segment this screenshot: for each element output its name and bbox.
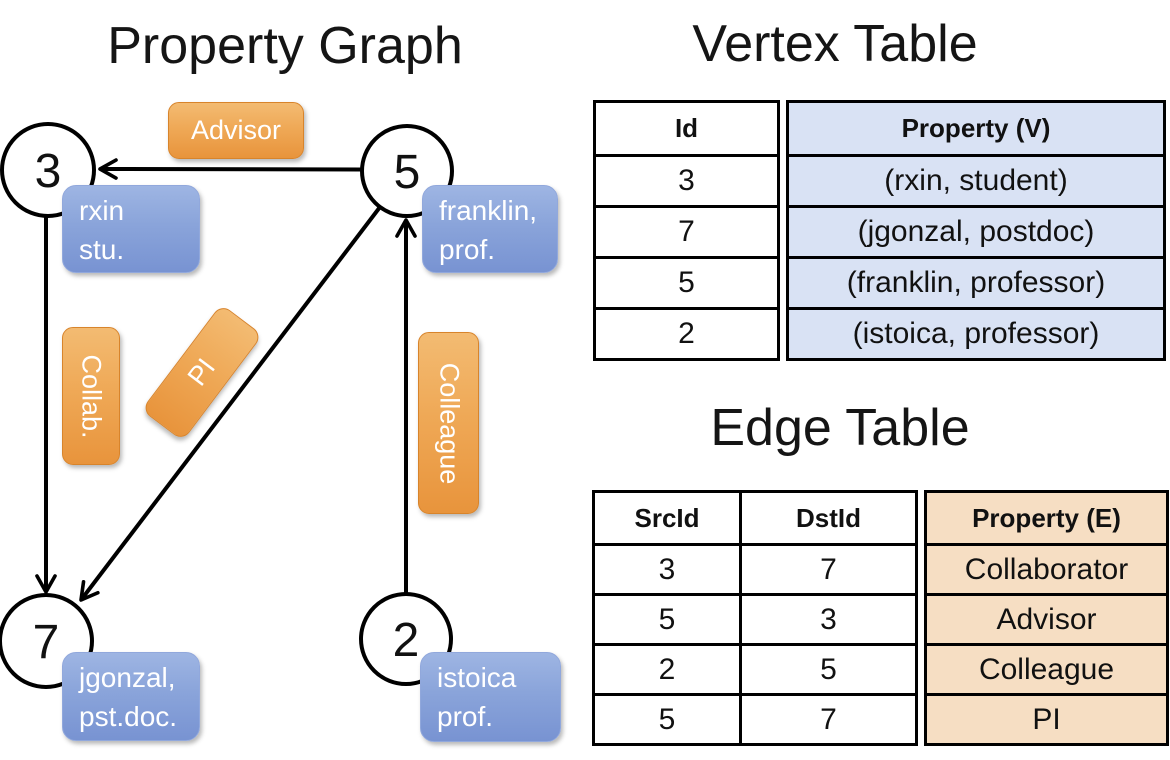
node-property-line: jgonzal, (79, 662, 176, 693)
edge-advisor-5-to-3 (98, 158, 363, 180)
vertex-table-property-column: Property (V) (rxin, student) (jgonzal, p… (786, 100, 1166, 361)
edge-label-advisor: Advisor (168, 102, 304, 159)
vertex-property-header: Property (V) (901, 113, 1051, 143)
vertex-id-cell: 3 (596, 154, 777, 205)
node-id-3: 3 (35, 145, 62, 198)
graph-canvas: 3 5 7 2 (0, 122, 454, 689)
vertex-id-cell: 7 (596, 205, 777, 256)
edge-dstid-cell: 7 (742, 543, 915, 593)
edge-label-advisor-text: Advisor (190, 115, 282, 145)
edge-property-header: Property (E) (972, 502, 1121, 533)
node-property-line: franklin, (439, 195, 538, 226)
edge-table-property-column: Property (E) Collaborator Advisor Collea… (924, 490, 1169, 746)
node-id-5: 5 (394, 146, 421, 199)
edge-srcid-cell: 3 (595, 543, 742, 593)
node-property-box-3: rxin stu. (62, 185, 200, 273)
node-property-box-5: franklin, prof. (422, 185, 558, 273)
edge-table-title: Edge Table (710, 399, 970, 457)
vertex-property-cell: (rxin, student) (789, 154, 1163, 205)
property-graph-title: Property Graph (107, 17, 463, 75)
tables-panel: Id 3 7 5 2 Property (V) (rxin, student) … (585, 0, 1170, 760)
node-property-line: prof. (437, 701, 494, 732)
edge-srcid-cell: 5 (595, 593, 742, 643)
node-property-line: rxin (79, 195, 125, 226)
edge-table: SrcId DstId 3 7 5 3 2 5 5 7 Property (E)… (592, 490, 1169, 746)
node-property-line: stu. (79, 234, 125, 265)
vertex-property-cell: (franklin, professor) (789, 256, 1163, 307)
edge-property-cell: Advisor (927, 593, 1166, 643)
vertex-id-cell: 5 (596, 256, 777, 307)
edge-dstid-header: DstId (796, 502, 861, 533)
edge-label-colleague-text: Colleague (434, 362, 464, 484)
edge-label-collab-text: Collab. (76, 353, 107, 439)
edge-dstid-cell: 5 (742, 643, 915, 693)
edge-property-cell: Collaborator (927, 543, 1166, 593)
node-property-box-2: istoica prof. (420, 652, 561, 742)
edge-label-collab: Collab. (62, 327, 120, 465)
vertex-id-header: Id (674, 113, 699, 143)
edge-property-cell: Colleague (927, 643, 1166, 693)
node-id-2: 2 (393, 614, 420, 667)
edge-dstid-cell: 7 (742, 693, 915, 743)
edge-property-cell: PI (927, 693, 1166, 743)
vertex-table: Id 3 7 5 2 Property (V) (rxin, student) … (593, 100, 1166, 361)
node-property-line: pst.doc. (79, 701, 178, 732)
edge-table-id-columns: SrcId DstId 3 7 5 3 2 5 5 7 (592, 490, 918, 746)
edge-dstid-cell: 3 (742, 593, 915, 643)
node-property-box-7: jgonzal, pst.doc. (62, 652, 200, 741)
edge-srcid-header: SrcId (595, 493, 742, 543)
edge-label-pi-text: PI (181, 352, 222, 392)
vertex-property-cell: (jgonzal, postdoc) (789, 205, 1163, 256)
vertex-id-cell: 2 (596, 307, 777, 358)
edge-srcid-cell: 2 (595, 643, 742, 693)
edge-srcid-cell: 5 (595, 693, 742, 743)
node-property-line: prof. (439, 234, 496, 265)
edge-pi-5-to-7 (79, 205, 382, 602)
edge-label-colleague: Colleague (418, 332, 479, 514)
vertex-table-id-column: Id 3 7 5 2 (593, 100, 780, 361)
vertex-table-title: Vertex Table (692, 15, 978, 73)
node-id-7: 7 (33, 616, 60, 669)
node-property-line: istoica (437, 662, 517, 693)
vertex-property-cell: (istoica, professor) (789, 307, 1163, 358)
